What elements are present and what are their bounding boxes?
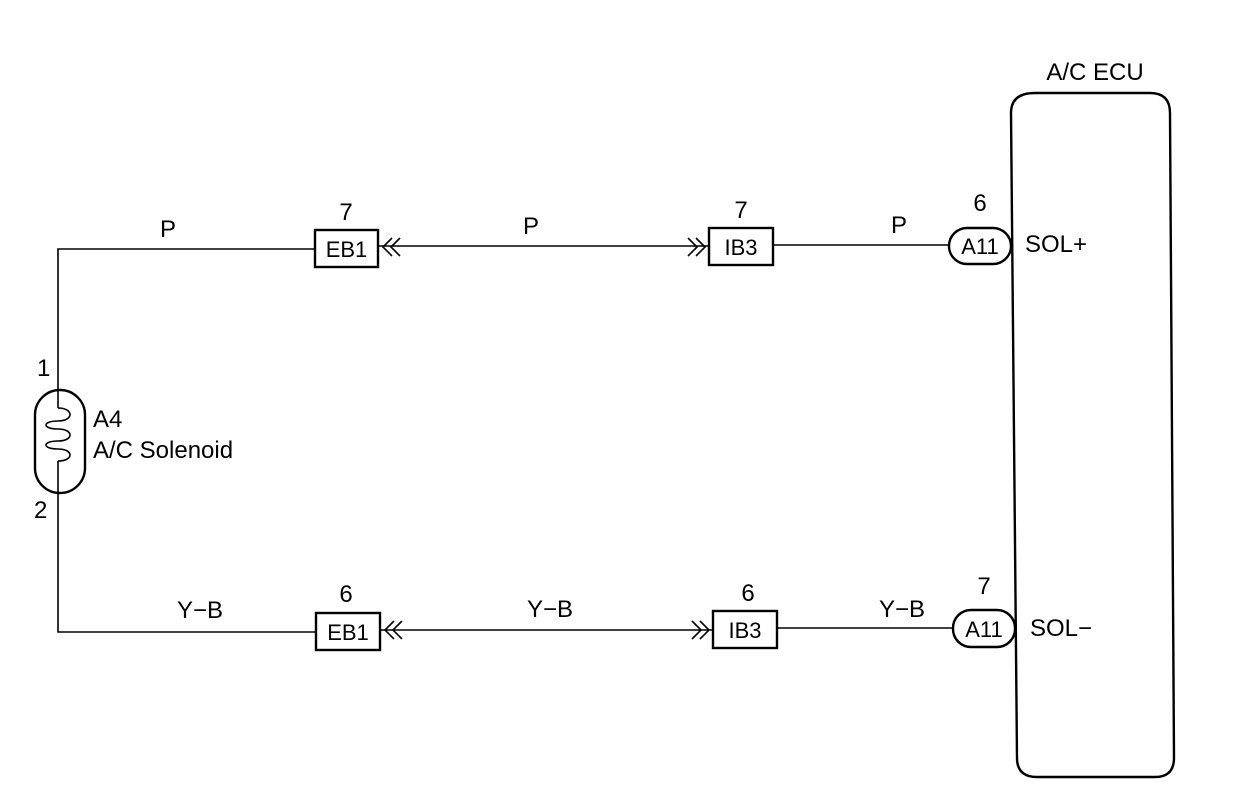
top-eb1-female-terminal-icon — [381, 237, 401, 257]
top-eb1-pin: 7 — [339, 199, 352, 226]
solenoid-pin-2: 2 — [34, 497, 47, 524]
solenoid-code: A4 — [93, 406, 122, 433]
top-ib3-pin: 7 — [734, 197, 747, 224]
bottom-a11-connector — [951, 608, 1017, 649]
top-a11-pin: 6 — [973, 190, 986, 217]
top-wire-solenoid-to-eb1 — [57, 248, 315, 380]
ecu-title: A/C ECU — [1046, 59, 1143, 86]
top-a11-connector — [947, 226, 1013, 266]
bottom-wire-color-2: Y−B — [527, 596, 573, 623]
top-wire-color-2: P — [523, 213, 539, 240]
solenoid-name: A/C Solenoid — [93, 437, 233, 464]
solenoid-pin-1: 1 — [37, 355, 50, 382]
coil-icon — [45, 380, 71, 500]
top-circuit: EB1 7 IB3 7 A11 6 P P P — [57, 190, 1013, 380]
top-ib3-label: IB3 — [724, 235, 757, 260]
ac-ecu: A/C ECU SOL+ SOL− — [1009, 59, 1176, 779]
top-eb1-label: EB1 — [326, 237, 368, 262]
bottom-eb1-pin: 6 — [339, 581, 352, 608]
bottom-eb1-label: EB1 — [327, 620, 369, 645]
bottom-wire-solenoid-to-eb1 — [57, 500, 316, 633]
top-ib3-male-terminal-icon — [687, 237, 707, 257]
bottom-eb1-connector — [314, 611, 382, 652]
bottom-ib3-connector — [711, 609, 779, 650]
top-wire-color-3: P — [891, 212, 907, 239]
bottom-wire-color-3: Y−B — [879, 596, 925, 623]
bottom-ib3-label: IB3 — [728, 618, 761, 643]
bottom-eb1-female-terminal-icon — [383, 620, 403, 640]
bottom-wire-color-1: Y−B — [177, 597, 223, 624]
bottom-a11-pin: 7 — [977, 573, 990, 600]
bottom-ib3-male-terminal-icon — [691, 620, 711, 640]
bottom-circuit: EB1 6 IB3 6 A11 7 Y−B Y−B Y−B — [57, 500, 1017, 652]
top-eb1-connector — [313, 228, 380, 269]
top-a11-label: A11 — [961, 234, 999, 259]
ecu-terminal-sol-plus: SOL+ — [1025, 231, 1087, 258]
top-wire-color-1: P — [160, 216, 176, 243]
ac-solenoid: 1 2 A4 A/C Solenoid — [33, 355, 233, 524]
bottom-ib3-pin: 6 — [741, 580, 754, 607]
ecu-terminal-sol-minus: SOL− — [1030, 615, 1092, 642]
top-ib3-connector — [707, 226, 775, 267]
bottom-a11-label: A11 — [965, 617, 1003, 642]
